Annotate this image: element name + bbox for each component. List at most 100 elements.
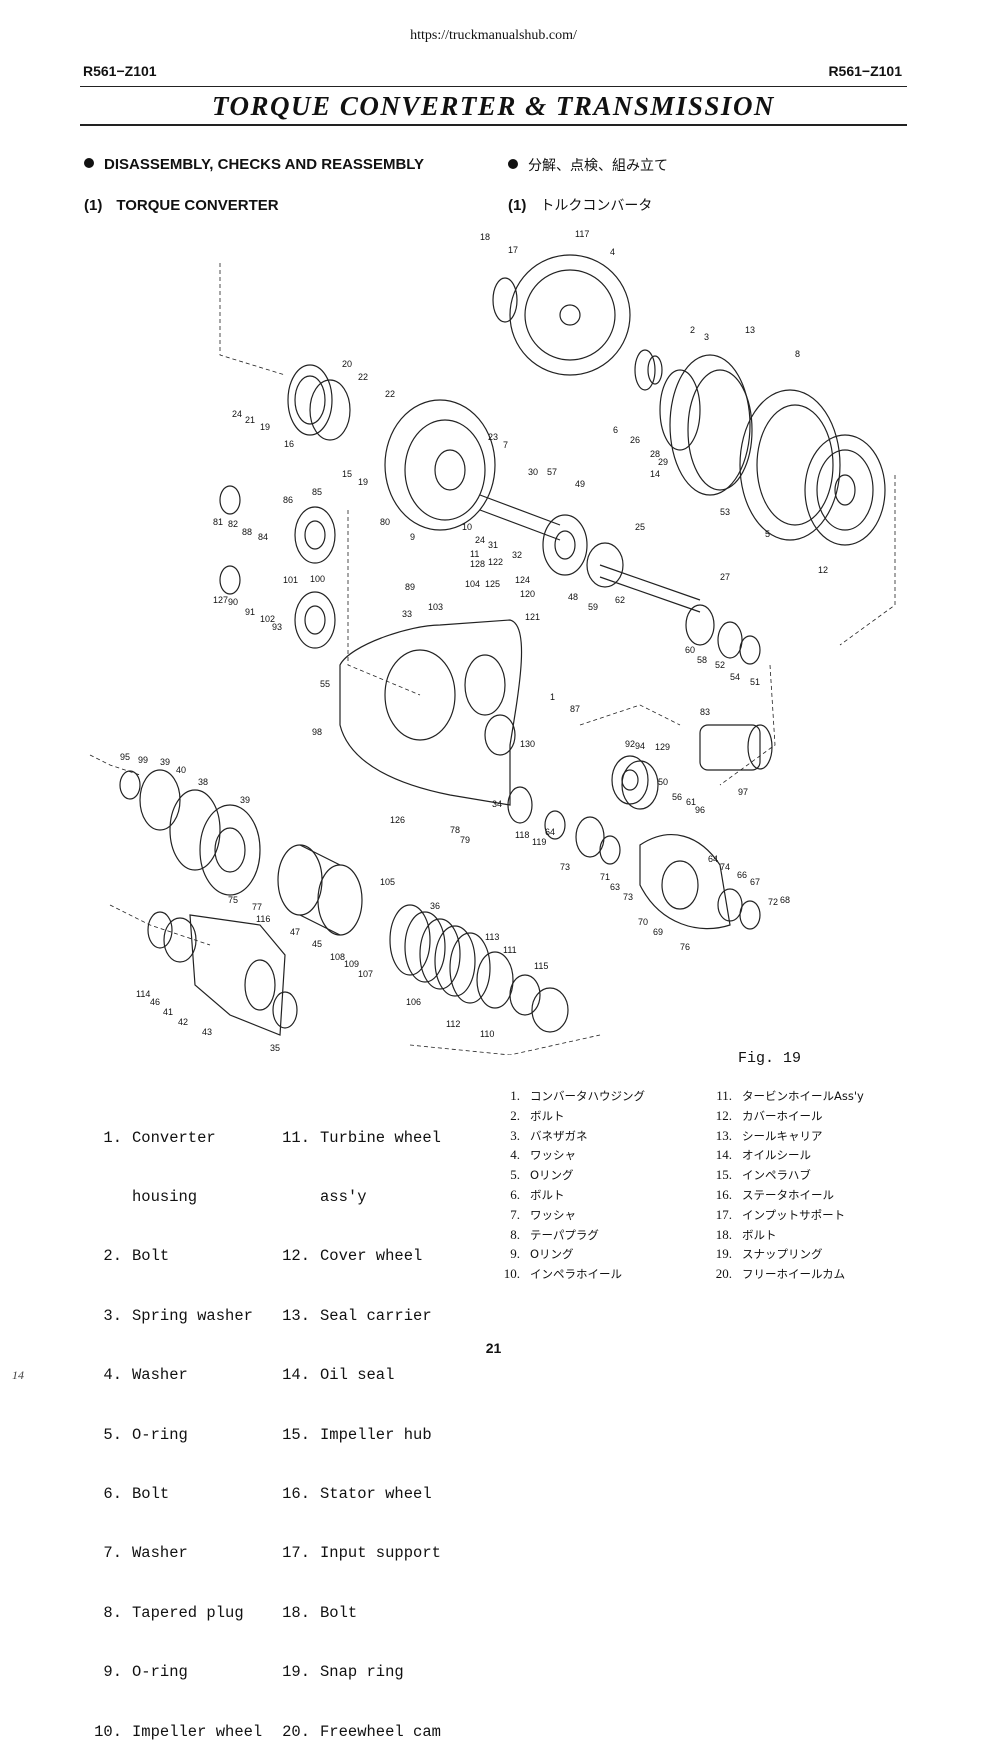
part-callout-113: 113: [485, 932, 499, 942]
legend-item: 12.Cover wheel: [282, 1247, 423, 1266]
part-callout-30: 30: [528, 467, 538, 477]
part-callout-82: 82: [228, 519, 238, 529]
legend-item-jp: 13.シールキャリア: [715, 1127, 823, 1143]
part-callout-33: 33: [402, 609, 412, 619]
part-callout-109: 109: [344, 959, 359, 969]
part-callout-1: 1: [550, 692, 555, 702]
part-callout-25: 25: [635, 522, 645, 532]
part-callout-29: 29: [658, 457, 668, 467]
part-callout-114: 114: [136, 989, 150, 999]
legend-item-jp: 15.インペラハブ: [715, 1167, 811, 1183]
manual-code-left: R561−Z101: [83, 63, 157, 79]
part-callout-35: 35: [270, 1043, 280, 1053]
part-callout-88: 88: [242, 527, 252, 537]
part-callout-117: 117: [575, 229, 589, 239]
part-callout-98: 98: [312, 727, 322, 737]
part-callout-47: 47: [290, 927, 300, 937]
part-callout-105: 105: [380, 877, 395, 887]
legend-item-jp: 18.ボルト: [715, 1226, 777, 1242]
part-callout-66: 66: [737, 870, 747, 880]
part-callout-102: 102: [260, 614, 275, 624]
part-callout-81: 81: [213, 517, 223, 527]
legend-item-jp: 10.インペラホイール: [503, 1266, 622, 1282]
part-callout-97: 97: [738, 787, 748, 797]
part-callout-125: 125: [485, 579, 500, 589]
exploded-view-diagram: 1817117423138242119162022221519237626282…: [89, 229, 896, 1055]
part-callout-53: 53: [720, 507, 730, 517]
part-callout-106: 106: [406, 997, 421, 1007]
part-callout-126: 126: [390, 815, 405, 825]
header-rule-top: [80, 86, 907, 87]
legend-item: 7.Washer: [103, 1544, 188, 1563]
legend-item-jp: 12.カバーホイール: [715, 1107, 823, 1123]
part-callout-99: 99: [138, 755, 148, 765]
section-heading-en: DISASSEMBLY, CHECKS AND REASSEMBLY: [84, 156, 424, 173]
legend-item: 11.Turbine wheel: [282, 1128, 441, 1147]
part-callout-103: 103: [428, 602, 443, 612]
part-callout-22: 22: [358, 372, 368, 382]
part-callout-39: 39: [240, 795, 250, 805]
part-callout-112: 112: [446, 1019, 460, 1029]
part-callout-38: 38: [198, 777, 208, 787]
subsection-heading-en: (1)TORQUE CONVERTER: [84, 197, 279, 214]
part-callout-76: 76: [680, 942, 690, 952]
part-callout-128: 128: [470, 559, 485, 569]
part-callout-49: 49: [575, 479, 585, 489]
legend-item-jp: 11.タービンホイールAss'y: [716, 1088, 864, 1103]
part-callout-42: 42: [178, 1017, 188, 1027]
part-callout-71: 71: [600, 872, 610, 882]
part-callout-27: 27: [720, 572, 730, 582]
legend-item: 18.Bolt: [282, 1603, 358, 1622]
legend-en-col2: 11.Turbine wheel ass'y 12.Cover wheel 13…: [272, 1089, 441, 1762]
subsection-heading-jp: (1)トルクコンバータ: [508, 197, 653, 214]
legend-item: 19.Snap ring: [282, 1663, 404, 1682]
part-callout-18: 18: [480, 232, 490, 242]
part-callout-69: 69: [653, 927, 663, 937]
handwritten-mark: 14: [12, 1368, 24, 1382]
part-callout-32: 32: [512, 550, 522, 560]
part-callout-96: 96: [695, 805, 705, 815]
part-callout-74: 74: [720, 862, 730, 872]
part-callout-78: 78: [450, 825, 460, 835]
part-callout-107: 107: [358, 969, 373, 979]
legend-item: 2.Bolt: [103, 1247, 170, 1266]
legend-item: 20.Freewheel cam: [282, 1722, 441, 1741]
legend-item: 6.Bolt: [103, 1484, 170, 1503]
part-callout-94: 94: [635, 741, 645, 751]
bullet-icon: [84, 158, 94, 168]
legend-item: 16.Stator wheel: [282, 1484, 432, 1503]
legend-item-jp: 6.ボルト: [510, 1186, 565, 1202]
part-callout-9: 9: [410, 532, 415, 542]
part-callout-5: 5: [765, 529, 770, 539]
part-callout-86: 86: [283, 495, 293, 505]
part-callout-28: 28: [650, 449, 660, 459]
legend-item-jp: 9.Oリング: [510, 1246, 574, 1262]
manual-code-right: R561−Z101: [828, 63, 902, 79]
part-callout-41: 41: [163, 1007, 173, 1017]
part-callout-17: 17: [508, 245, 518, 255]
part-callout-70: 70: [638, 917, 648, 927]
part-callout-93: 93: [272, 622, 282, 632]
source-url: https://truckmanualshub.com/: [410, 28, 577, 43]
part-callout-118: 118: [515, 830, 529, 840]
part-callout-104: 104: [465, 579, 480, 589]
part-callout-59: 59: [588, 602, 598, 612]
part-callout-120: 120: [520, 589, 535, 599]
legend-item-jp: 2.ボルト: [510, 1107, 565, 1123]
part-callout-39: 39: [160, 757, 170, 767]
part-callout-61: 61: [686, 797, 696, 807]
legend-item-jp: 14.オイルシール: [715, 1147, 811, 1163]
part-callout-46: 46: [150, 997, 160, 1007]
part-callout-58: 58: [697, 655, 707, 665]
part-callout-22: 22: [385, 389, 395, 399]
part-callout-64: 64: [708, 854, 718, 864]
part-callout-110: 110: [480, 1029, 494, 1039]
legend-item-cont: ass'y: [320, 1187, 367, 1206]
part-callout-116: 116: [256, 914, 270, 924]
part-callout-83: 83: [700, 707, 710, 717]
part-callout-92: 92: [625, 739, 635, 749]
part-callout-84: 84: [258, 532, 268, 542]
part-callout-6: 6: [613, 425, 618, 435]
part-callout-16: 16: [284, 439, 294, 449]
legend-item: 13.Seal carrier: [282, 1306, 432, 1325]
